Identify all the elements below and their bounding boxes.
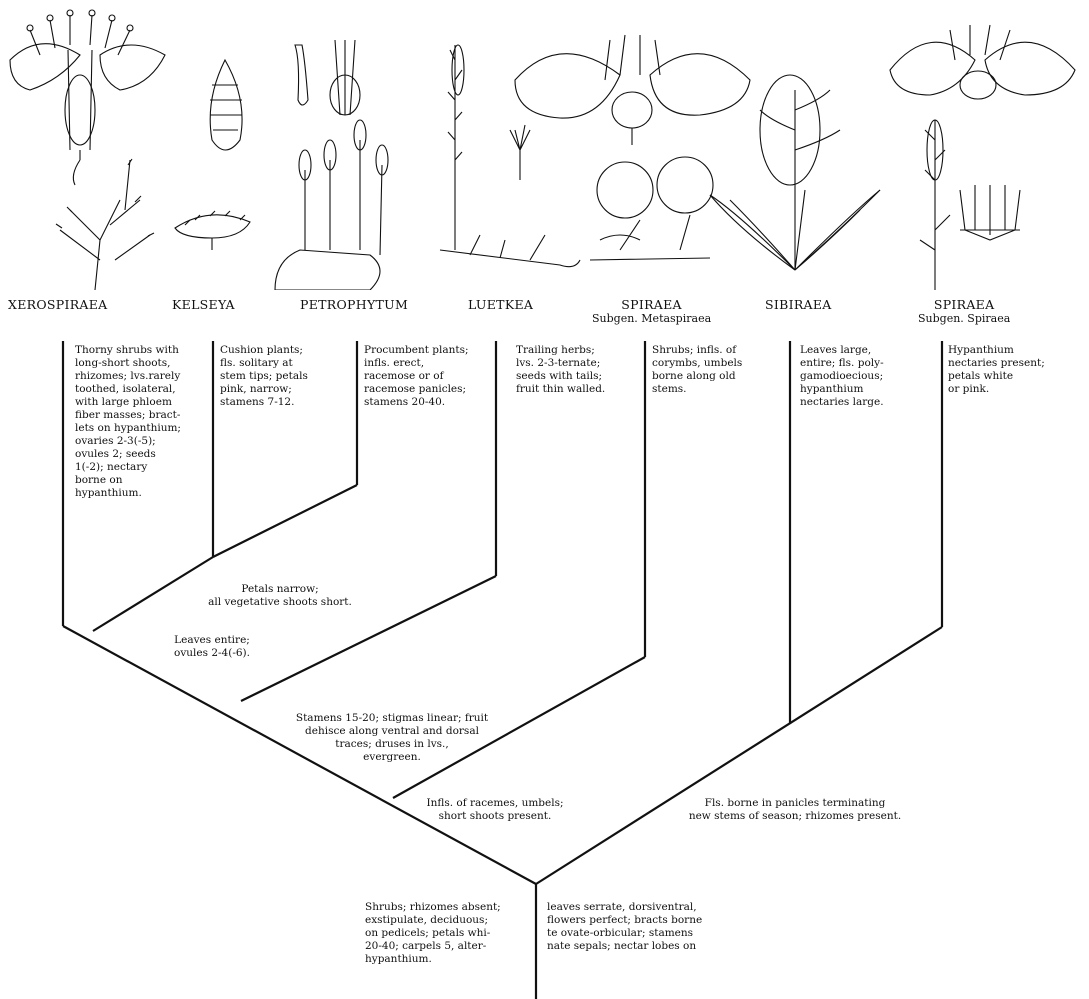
note-spiraea-metaspiraea: Shrubs; infls. of corymbs, umbels borne … <box>652 344 762 396</box>
note-spiraea-spiraea: Hypanthium nectaries present; petals whi… <box>948 344 1068 396</box>
note-petrophytum: Procumbent plants; infls. erect, racemos… <box>364 344 489 409</box>
note-stamens: Stamens 15-20; stigmas linear; fruit deh… <box>272 712 512 764</box>
note-luetkea: Trailing herbs; lvs. 2-3-ternate; seeds … <box>516 344 631 396</box>
note-infls: Infls. of racemes, umbels; short shoots … <box>400 797 590 823</box>
note-kelseya: Cushion plants; fls. solitary at stem ti… <box>220 344 330 409</box>
note-root-left: Shrubs; rhizomes absent; exstipulate, de… <box>365 901 535 966</box>
note-sibiraea: Leaves large, entire; fls. poly- gamodio… <box>800 344 920 409</box>
note-xerospiraea: Thorny shrubs with long-short shoots, rh… <box>75 344 195 500</box>
note-fls-panicles: Fls. borne in panicles terminating new s… <box>660 797 930 823</box>
note-leaves-entire: Leaves entire; ovules 2-4(-6). <box>132 634 292 660</box>
note-root-right: leaves serrate, dorsiventral, flowers pe… <box>547 901 747 953</box>
note-petals-narrow: Petals narrow; all vegetative shoots sho… <box>165 583 395 609</box>
